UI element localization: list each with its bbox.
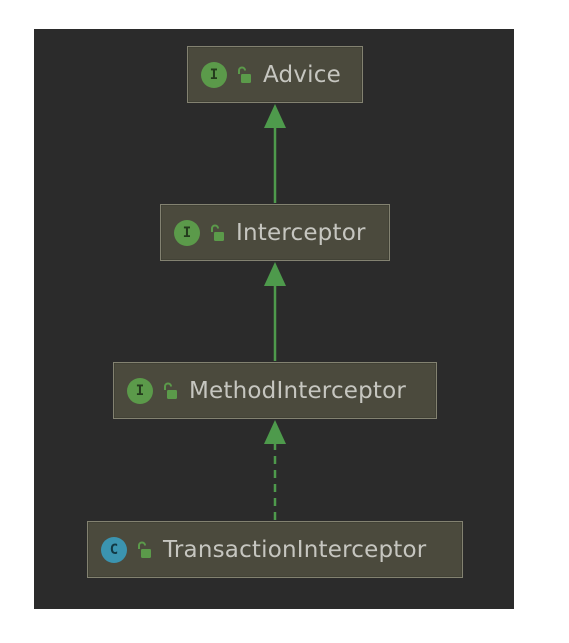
interface-icon: I xyxy=(127,377,153,404)
node-transaction-interceptor[interactable]: C TransactionInterceptor xyxy=(87,521,463,578)
unlocked-icon xyxy=(238,66,251,83)
node-label: TransactionInterceptor xyxy=(163,536,427,563)
interface-icon: I xyxy=(201,61,227,88)
edge-methodinterceptor-to-interceptor xyxy=(264,262,286,361)
interface-icon: I xyxy=(174,219,200,246)
edge-transactioninterceptor-to-methodinterceptor xyxy=(264,420,286,520)
unlocked-icon xyxy=(164,382,177,399)
edge-interceptor-to-advice xyxy=(264,104,286,203)
node-advice[interactable]: I Advice xyxy=(187,46,363,103)
node-interceptor[interactable]: I Interceptor xyxy=(160,204,390,261)
unlocked-icon xyxy=(211,224,224,241)
node-method-interceptor[interactable]: I MethodInterceptor xyxy=(113,362,437,419)
node-label: MethodInterceptor xyxy=(189,377,407,404)
node-label: Advice xyxy=(263,61,341,88)
unlocked-icon xyxy=(138,541,151,558)
class-icon: C xyxy=(101,536,127,563)
node-label: Interceptor xyxy=(236,219,366,246)
